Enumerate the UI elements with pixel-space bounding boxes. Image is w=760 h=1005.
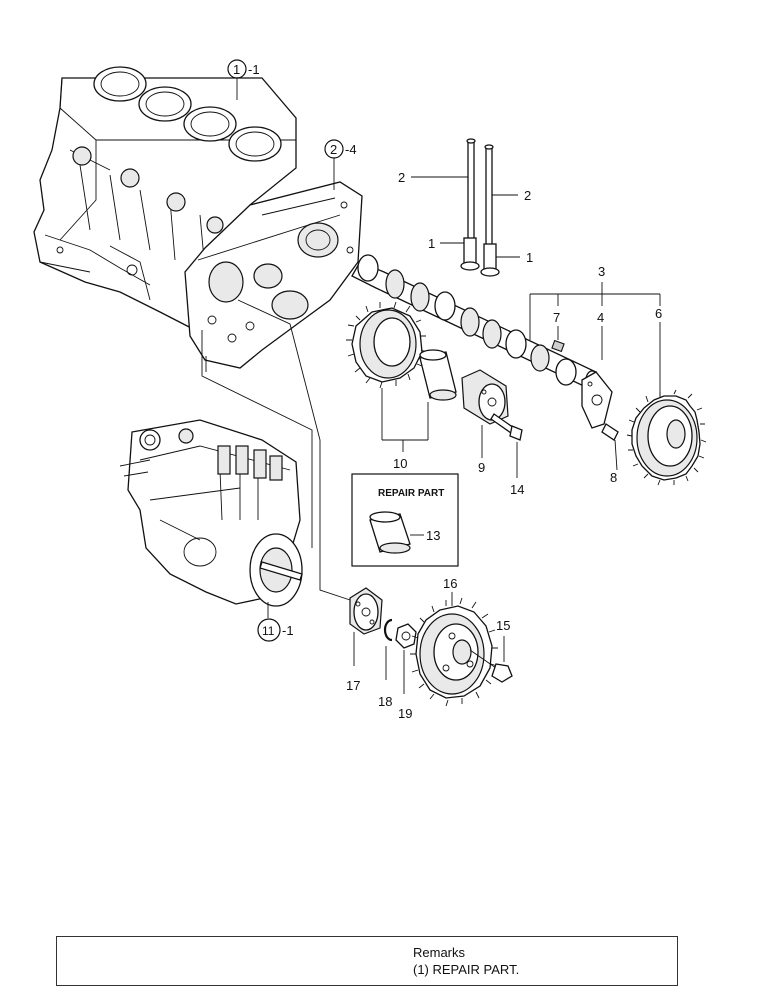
callout-1-suffix: -1 [248, 62, 260, 77]
label-bolt-14: 14 [510, 482, 524, 497]
label-bolt-15: 15 [496, 618, 510, 633]
assembly-lines [201, 299, 351, 601]
callout-11-suffix: -1 [282, 623, 294, 638]
washer: 18 [378, 618, 392, 709]
label-washer: 18 [378, 694, 392, 709]
cylinder-block [33, 66, 297, 331]
callout-1-number: 1 [233, 62, 240, 77]
bolt-15: 15 [469, 618, 513, 683]
gear-case-plate [184, 181, 363, 369]
label-tappet-b: 1 [526, 250, 533, 265]
bolt-14: 14 [490, 413, 524, 497]
fuel-injection-pump [119, 419, 303, 618]
callout-2-suffix: -4 [345, 142, 357, 157]
label-idle-gear-group: 10 [393, 456, 407, 471]
cam-gear [626, 389, 707, 486]
label-thrust-plate: 4 [597, 310, 604, 325]
label-cam-gear: 6 [655, 306, 662, 321]
label-idle-shaft: 9 [478, 460, 485, 475]
key [551, 339, 565, 353]
pump-gear: 16 [410, 576, 498, 707]
remarks-box: Remarks (1) REPAIR PART. [56, 936, 678, 986]
label-camshaft-assembly: 3 [598, 264, 605, 279]
label-bushing: 13 [426, 528, 440, 543]
repair-part-title: REPAIR PART [378, 488, 444, 499]
bolt-8: 8 [601, 423, 619, 485]
nut: 19 [395, 623, 417, 721]
label-bolt-8: 8 [610, 470, 617, 485]
remarks-note: (1) REPAIR PART. [413, 962, 520, 977]
label-key: 7 [553, 310, 560, 325]
pump-hub: 17 [346, 587, 383, 693]
label-tappet-a: 1 [428, 236, 435, 251]
callout-1-1: 1 -1 [227, 59, 260, 100]
callout-11-number: 11 [262, 624, 275, 638]
label-hub: 17 [346, 678, 360, 693]
label-push-rod-b: 2 [524, 188, 531, 203]
thrust-plate [581, 371, 613, 429]
callout-11-1: 11 -1 [257, 618, 294, 642]
idle-shaft: 9 [461, 369, 509, 475]
callout-2-4: 2 -4 [324, 139, 357, 190]
idle-gear-bushing [419, 349, 457, 401]
idle-gear [346, 301, 427, 389]
camshaft [351, 254, 599, 390]
callout-2-number: 2 [330, 142, 337, 157]
tappets: 1 1 [428, 236, 533, 277]
label-pump-gear: 16 [443, 576, 457, 591]
camshaft-assembly-bracket: 3 7 4 6 [529, 264, 662, 398]
label-push-rod-a: 2 [398, 170, 405, 185]
idle-gear-group-bracket: 10 [381, 388, 429, 471]
remarks-title: Remarks [413, 945, 466, 960]
repair-part-box: REPAIR PART 13 [351, 473, 459, 567]
push-rods: 2 2 [398, 138, 531, 265]
label-nut: 19 [398, 706, 412, 721]
